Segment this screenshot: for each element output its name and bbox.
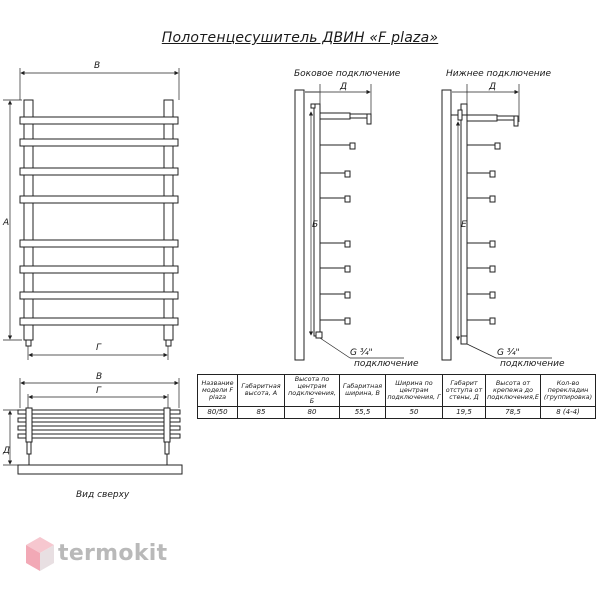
spec-table: Название модели F plaza Габаритная высот…: [197, 374, 596, 419]
cube-logo-icon: [26, 537, 54, 571]
front-view: [3, 68, 180, 360]
side-dim-depth-label: Д: [340, 82, 348, 92]
spec-header-cell: Кол-во перекладин (группировка): [540, 374, 596, 407]
spec-header-cell: Ширина по центрам подключения, Г: [385, 374, 443, 407]
front-dim-axis-label: Г: [96, 343, 102, 353]
bottom-connection-caption: Нижнее подключение: [446, 69, 552, 79]
top-dim-depth-label: Д: [3, 446, 11, 456]
spec-value-cell: 80/50: [197, 405, 238, 419]
spec-header-row: Название модели F plaza Габаритная высот…: [197, 374, 596, 407]
drawing-title: Полотенцесушитель ДВИН «F plaza»: [161, 30, 439, 46]
spec-header-cell: Высота по центрам подключения, Б: [284, 374, 340, 407]
bottom-thread-label: G ¾": [497, 348, 520, 358]
spec-header-cell: Габаритная ширина, В: [339, 374, 386, 407]
spec-header-cell: Габаритная высота, А: [237, 374, 285, 407]
bottom-dim-center-label: Е: [461, 220, 467, 230]
spec-value-cell: 85: [237, 405, 285, 419]
spec-header-cell: Высота от крепежа до подключения,Е: [485, 374, 541, 407]
side-connection-caption: Боковое подключение: [294, 69, 401, 79]
side-thread-label: G ¾": [350, 348, 373, 358]
side-dim-center-label: Б: [312, 220, 319, 230]
spec-value-cell: 80: [284, 405, 340, 419]
top-view-caption: Вид сверху: [76, 490, 130, 500]
spec-value-cell: 8 (4-4): [540, 405, 596, 419]
front-dim-width-label: В: [94, 61, 101, 71]
spec-value-row: 80/50 85 80 55,5 50 19,5 78,5 8 (4-4): [197, 405, 596, 419]
logo-wordmark: termokit: [58, 541, 168, 566]
spec-value-cell: 19,5: [442, 405, 486, 419]
spec-value-cell: 50: [385, 405, 443, 419]
spec-header-cell: Название модели F plaza: [197, 374, 238, 407]
front-dim-height-label: А: [3, 218, 10, 228]
spec-value-cell: 55,5: [339, 405, 386, 419]
top-view: [3, 378, 183, 475]
spec-header-cell: Габарит отступа от стены, Д: [442, 374, 486, 407]
top-dim-width-label: В: [96, 372, 103, 382]
spec-value-cell: 78,5: [485, 405, 541, 419]
top-dim-axis-label: Г: [96, 386, 102, 396]
termokit-logo: [22, 533, 182, 577]
side-connection-view: [294, 84, 404, 361]
bottom-connection-label: подключение: [500, 359, 565, 369]
bottom-connection-view: [441, 84, 552, 361]
bottom-dim-depth-label: Д: [489, 82, 497, 92]
side-connection-label: подключение: [354, 359, 419, 369]
